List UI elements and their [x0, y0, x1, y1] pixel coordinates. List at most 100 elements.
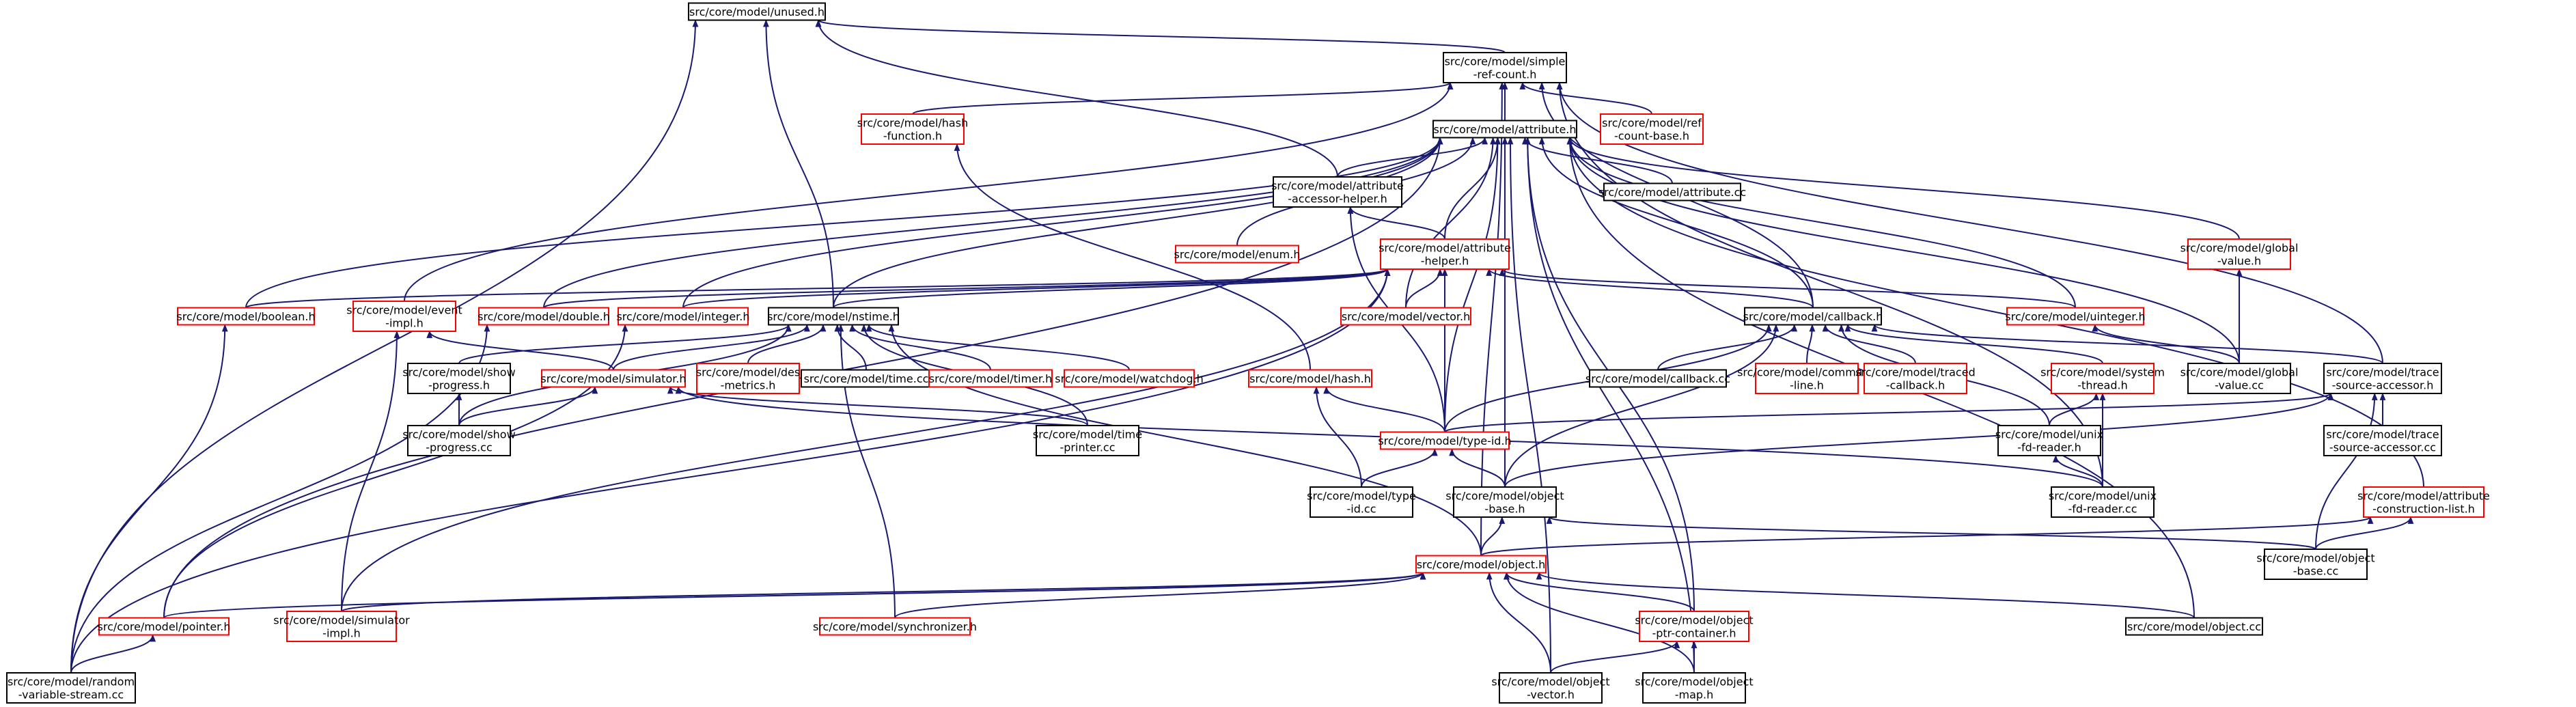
include-edge-callback-h-to-attribute-h [1538, 137, 1814, 308]
include-edge-attr-construction-to-attribute-h [1566, 137, 2424, 488]
file-node-integer-h[interactable]: src/core/model/integer.h [616, 307, 750, 326]
file-node-vector-h[interactable]: src/core/model/vector.h [1340, 307, 1471, 326]
file-node-object-base-cc[interactable]: src/core/model/object-base.cc [2256, 549, 2375, 580]
file-node-object-h[interactable]: src/core/model/object.h [1415, 555, 1547, 574]
include-edge-accessor-helper-to-unused [815, 19, 1338, 178]
file-node-ref-count-base[interactable]: src/core/model/ref-count-base.h [1600, 113, 1704, 145]
node-label-line: src/core/model/unused.h [689, 5, 825, 18]
include-edge-vector-h-to-attr-helper [1405, 268, 1443, 308]
include-edge-simple-ref-to-unused [816, 19, 1506, 53]
file-node-command-line[interactable]: src/core/model/command-line.h [1737, 363, 1876, 394]
node-label-line: src/core/model/type [1307, 490, 1416, 503]
file-node-simple-ref[interactable]: src/core/model/simple-ref-count.h [1443, 52, 1567, 83]
file-node-synchronizer-h[interactable]: src/core/model/synchronizer.h [813, 617, 977, 636]
file-node-attribute-h[interactable]: src/core/model/attribute.h [1432, 120, 1577, 139]
file-node-double-h[interactable]: src/core/model/double.h [477, 307, 610, 326]
include-edge-unix-fd-reader-h-to-system-thread [2049, 392, 2100, 426]
include-edge-vector-h-to-attribute-h [1405, 137, 1496, 308]
file-node-object-map[interactable]: src/core/model/object-map.h [1635, 672, 1754, 704]
node-box [1415, 555, 1547, 574]
file-node-system-thread[interactable]: src/core/model/system-thread.h [2040, 363, 2165, 394]
file-node-watchdog-h[interactable]: src/core/model/watchdog.h [1055, 369, 1204, 388]
node-box [1380, 431, 1510, 450]
file-node-object-vector[interactable]: src/core/model/object-vector.h [1491, 672, 1610, 704]
node-box [1589, 369, 1727, 388]
node-label-line: src/core/model/type-id.h [1378, 434, 1511, 447]
node-label-line: src/core/model/hash.h [1249, 372, 1371, 385]
include-edge-simulator-impl-to-object-h [341, 572, 1426, 612]
node-label-line: src/core/model/callback.h [1743, 310, 1883, 323]
file-node-type-id-h[interactable]: src/core/model/type-id.h [1378, 431, 1512, 450]
file-node-traced-callback[interactable]: src/core/model/traced-callback.h [1855, 363, 1976, 394]
file-node-hash-function[interactable]: src/core/model/hash-function.h [857, 113, 968, 145]
include-edge-show-progress-cc-to-simulator-h [458, 386, 598, 426]
file-node-random-stream[interactable]: src/core/model/random-variable-stream.cc [6, 672, 136, 704]
include-edge-show-progress-h-to-nstime-h [458, 324, 792, 364]
include-edge-attr-helper-to-attribute-h [1444, 137, 1501, 240]
file-node-boolean-h[interactable]: src/core/model/boolean.h [176, 307, 316, 326]
node-box [1603, 182, 1741, 202]
file-node-simulator-h[interactable]: src/core/model/simulator.h [540, 369, 687, 388]
node-box [2051, 486, 2155, 518]
file-node-show-progress-h[interactable]: src/core/model/show-progress.h [402, 363, 516, 394]
file-node-des-metrics[interactable]: src/core/model/des-metrics.h [696, 363, 800, 394]
node-label-line: -count-base.h [1614, 130, 1689, 143]
node-box [928, 369, 1053, 388]
file-node-time-printer[interactable]: src/core/model/time-printer.cc [1033, 425, 1142, 456]
file-node-callback-h[interactable]: src/core/model/callback.h [1743, 307, 1883, 326]
file-node-attr-helper[interactable]: src/core/model/attribute-helper.h [1379, 238, 1511, 270]
node-label-line: src/core/model/object [1491, 676, 1609, 689]
include-edge-type-id-cc-to-hash-h [1313, 386, 1362, 488]
include-edge-random-stream-to-attr-helper [70, 268, 1391, 674]
node-label-line: -source-accessor.cc [2329, 441, 2436, 454]
node-label-line: src/core/model/show [402, 428, 515, 441]
file-node-attr-construction[interactable]: src/core/model/attribute-construction-li… [2357, 486, 2490, 518]
node-label-line: src/core/model/trace [2326, 428, 2439, 441]
file-node-unix-fd-reader-cc[interactable]: src/core/model/unix-fd-reader.cc [2049, 486, 2157, 518]
file-node-accessor-helper[interactable]: src/core/model/attribute-accessor-helper… [1271, 176, 1404, 208]
file-node-show-progress-cc[interactable]: src/core/model/show-progress.cc [402, 425, 516, 456]
file-node-enum-h[interactable]: src/core/model/enum.h [1174, 245, 1301, 264]
node-box [2323, 425, 2442, 456]
node-label-line: src/core/model/attribute.h [1433, 123, 1576, 136]
node-box [478, 307, 609, 326]
node-box [541, 369, 686, 388]
file-node-type-id-cc[interactable]: src/core/model/type-id.cc [1307, 486, 1416, 518]
include-edge-ref-count-base-to-simple-ref [1519, 81, 1652, 115]
file-node-hash-h[interactable]: src/core/model/hash.h [1248, 369, 1372, 388]
file-node-timer-h[interactable]: src/core/model/timer.h [928, 369, 1053, 388]
file-node-callback-cc[interactable]: src/core/model/callback.cc [1585, 369, 1730, 388]
node-label-line: -value.h [2217, 255, 2261, 268]
file-node-object-cc[interactable]: src/core/model/object.cc [2125, 617, 2263, 636]
file-node-pointer-h[interactable]: src/core/model/pointer.h [98, 617, 231, 636]
node-label-line: -ptr-container.h [1652, 627, 1736, 640]
node-label-line: src/core/model/attribute.cc [1598, 186, 1746, 199]
node-box [286, 611, 397, 642]
node-box [1864, 363, 1967, 394]
file-node-global-value-cc[interactable]: src/core/model/global-value.cc [2180, 363, 2299, 394]
file-node-attribute-cc[interactable]: src/core/model/attribute.cc [1598, 182, 1746, 202]
node-label-line: src/core/model/object [2256, 552, 2374, 565]
file-node-ptr-container[interactable]: src/core/model/object-ptr-container.h [1635, 611, 1754, 642]
node-box [2323, 363, 2442, 394]
file-node-trace-source-h[interactable]: src/core/model/trace-source-accessor.h [2323, 363, 2442, 394]
file-node-time-cc[interactable]: src/core/model/time.cc [801, 369, 932, 388]
node-label-line: src/core/model/attribute [2357, 490, 2490, 503]
file-node-global-value-h[interactable]: src/core/model/global-value.h [2180, 238, 2299, 270]
include-edge-double-h-to-attribute-h [543, 137, 1443, 308]
include-edge-attribute-cc-to-attribute-h [1522, 137, 1673, 184]
node-label-line: src/core/model/event [346, 304, 462, 317]
file-node-unused[interactable]: src/core/model/unused.h [688, 2, 826, 21]
file-node-object-base-h[interactable]: src/core/model/object-base.h [1445, 486, 1564, 518]
file-node-simulator-impl[interactable]: src/core/model/simulator-impl.h [273, 611, 410, 642]
file-node-trace-source-cc[interactable]: src/core/model/trace-source-accessor.cc [2323, 425, 2442, 456]
include-edge-object-cc-to-object-h [1536, 572, 2195, 619]
file-node-event-impl[interactable]: src/core/model/event-impl.h [346, 301, 462, 332]
node-label-line: -metrics.h [721, 379, 776, 392]
include-edge-object-vector-to-object-h [1486, 572, 1551, 674]
node-label-line: src/core/model/object [1635, 614, 1753, 627]
file-node-unix-fd-reader-h[interactable]: src/core/model/unix-fd-reader.h [1995, 425, 2103, 456]
file-node-nstime-h[interactable]: src/core/model/nstime.h [767, 307, 900, 326]
file-node-uinteger-h[interactable]: src/core/model/uinteger.h [2005, 307, 2146, 326]
